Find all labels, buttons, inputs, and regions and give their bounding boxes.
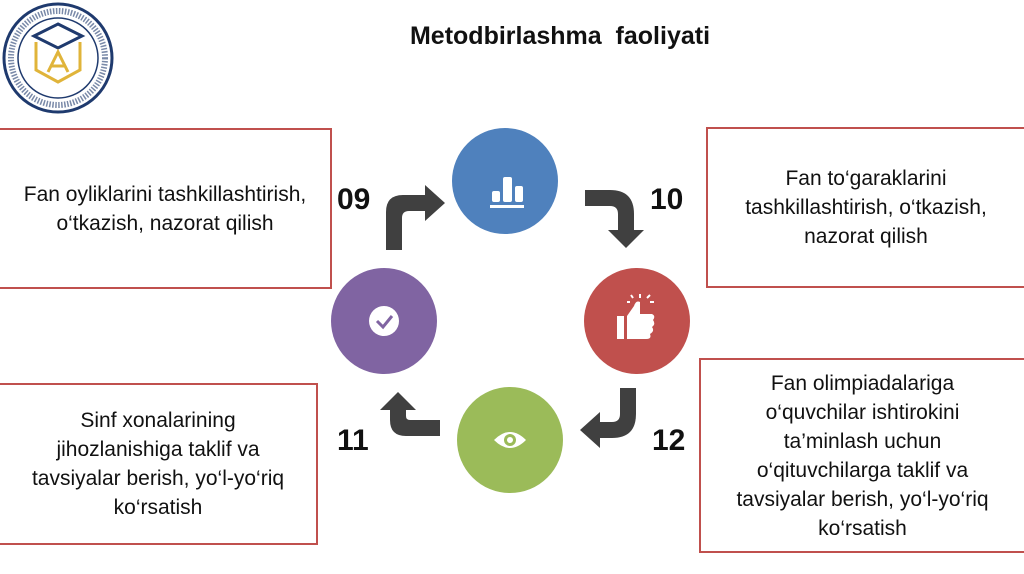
step-11-box: Sinf xonalarining jihozlanishiga taklif … <box>0 383 318 545</box>
step-12-box: Fan olimpiadalariga o‘quvchilar ishtirok… <box>699 358 1024 553</box>
arrows <box>380 185 644 448</box>
arrow-09 <box>386 185 445 250</box>
thumbs-up-icon <box>617 294 655 339</box>
step-11-text: Sinf xonalarining jihozlanishiga taklif … <box>31 409 285 519</box>
step-12-text: Fan olimpiadalariga o‘quvchilar ishtirok… <box>736 371 989 540</box>
step-10-circle <box>584 268 690 374</box>
step-11-circle <box>331 268 437 374</box>
step-09-number: 09 <box>337 183 371 216</box>
step-11-number: 11 <box>337 424 369 457</box>
step-10-box: Fan to‘garaklarini tashkillashtirish, o‘… <box>706 127 1024 288</box>
arrow-11 <box>380 392 440 436</box>
arrow-12 <box>580 388 636 448</box>
page-title: Metodbirlashma faoliyati <box>409 22 711 50</box>
step-09-circle <box>452 128 558 234</box>
logo <box>2 2 114 119</box>
step-12-circle <box>457 387 563 493</box>
arrow-10 <box>585 190 644 248</box>
step-09-text: Fan oyliklarini tashkillashtirish, o‘tka… <box>23 182 307 235</box>
step-10-text: Fan to‘garaklarini tashkillashtirish, o‘… <box>745 167 987 248</box>
step-10-number: 10 <box>650 183 684 216</box>
step-09-box: Fan oyliklarini tashkillashtirish, o‘tka… <box>0 128 332 289</box>
step-12-number: 12 <box>652 424 686 457</box>
check-icon <box>375 315 394 330</box>
eye-icon <box>494 432 526 448</box>
chart-bar-icon <box>490 177 524 208</box>
